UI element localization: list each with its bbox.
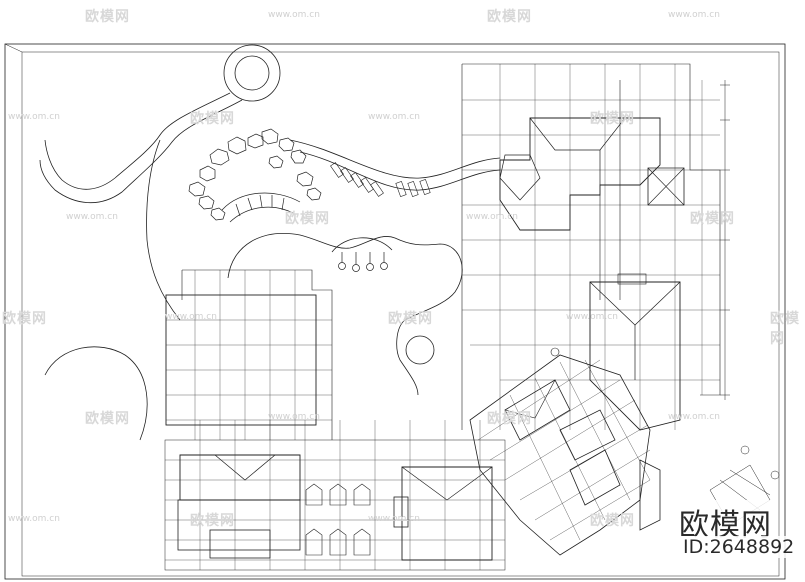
left-wing (165, 269, 333, 440)
winding-path-inner (39, 99, 243, 204)
watermark-url: www.om.cn (368, 112, 420, 122)
deck-path (289, 139, 501, 179)
watermark-url: www.om.cn (668, 10, 720, 20)
winding-path-outer (44, 92, 231, 190)
tree-canopy-arc (44, 346, 148, 441)
watermark-brand: 欧模网 (487, 411, 532, 427)
bottom-wing (164, 420, 506, 571)
rock-garden (188, 128, 322, 221)
watermark-brand: 欧模网 (590, 111, 635, 127)
watermark-brand: 欧模网 (487, 9, 532, 25)
pavilion-circle-outer (223, 44, 281, 102)
pool-outline (227, 233, 463, 396)
watermark-brand: 欧模网 (2, 311, 47, 327)
watermark-url: www.om.cn (8, 112, 60, 122)
seating-arc (221, 192, 301, 223)
watermark-url: www.om.cn (66, 212, 118, 222)
pavilion-circle-inner (234, 55, 270, 91)
watermark-brand: 欧模网 (388, 311, 433, 327)
watermark-url: www.om.cn (268, 10, 320, 20)
watermark-brand: 欧模网 (690, 211, 735, 227)
watermark-url: www.om.cn (268, 412, 320, 422)
drawing-id-label: ID:2648892 (680, 536, 798, 558)
watermark-brand: 欧模网 (770, 311, 800, 347)
right-wing (461, 63, 721, 431)
diagonal-wing (469, 347, 661, 556)
main-path-left (146, 139, 181, 321)
fountain-jets (338, 252, 388, 272)
watermark-brand: 欧模网 (85, 411, 130, 427)
watermark-url: www.om.cn (165, 312, 217, 322)
drawing-border-inner (21, 51, 780, 577)
watermark-brand: 欧模网 (590, 513, 635, 529)
sun-loungers (330, 162, 431, 197)
watermark-url: www.om.cn (668, 412, 720, 422)
watermark-brand: 欧模网 (85, 9, 130, 25)
drawing-frame (4, 43, 786, 580)
watermark-url: www.om.cn (8, 514, 60, 524)
watermark-brand: 欧模网 (190, 513, 235, 529)
watermark-brand: 欧模网 (190, 111, 235, 127)
round-planter (405, 335, 435, 365)
watermark-brand: 欧模网 (285, 211, 330, 227)
watermark-url: www.om.cn (466, 212, 518, 222)
dimension-lines (720, 80, 730, 400)
watermark-url: www.om.cn (368, 514, 420, 524)
watermark-url: www.om.cn (566, 312, 618, 322)
pool-fountain-arc (331, 237, 393, 253)
